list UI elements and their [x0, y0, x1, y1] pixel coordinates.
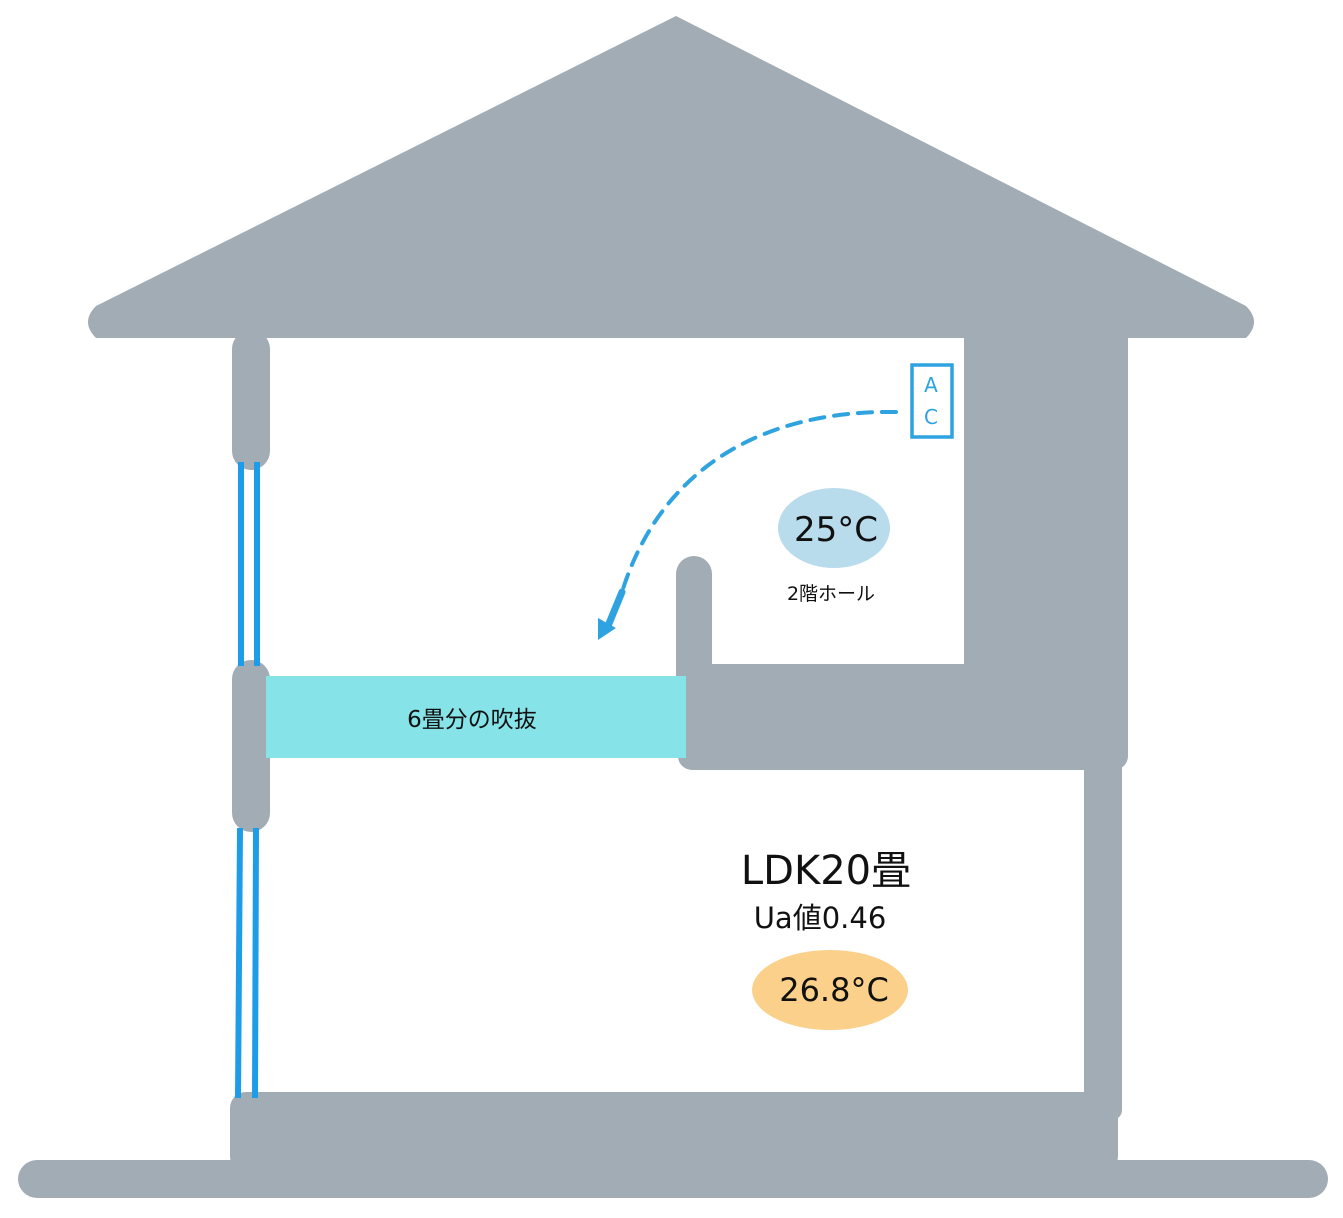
- upper-right-wall: [964, 334, 1128, 714]
- lower-room-title: LDK20畳: [741, 848, 911, 894]
- ac-unit-frame: [910, 363, 954, 439]
- left-wall-middle: [232, 660, 270, 832]
- ac-unit-label-c: C: [924, 405, 938, 429]
- lower-temperature-value: 26.8°C: [779, 971, 889, 1009]
- second-floor-slab: [678, 664, 1128, 770]
- foundation-slab: [230, 1092, 1118, 1172]
- lower-ua-value: Ua値0.46: [754, 901, 887, 935]
- left-wall-upper: [232, 330, 270, 470]
- lower-right-wall: [1084, 740, 1122, 1120]
- fukinuke-band: [266, 676, 686, 758]
- left-window-lower: [235, 827, 259, 1099]
- ac-unit: A C: [910, 363, 954, 439]
- upper-room-label: 2階ホール: [787, 583, 875, 605]
- upper-temperature-badge: [778, 488, 890, 568]
- roof: [88, 16, 1254, 338]
- upper-temperature-value: 25°C: [794, 510, 878, 550]
- airflow-arrow-icon: [598, 409, 898, 640]
- fukinuke-label: 6畳分の吹抜: [407, 707, 537, 733]
- ac-unit-label-a: A: [924, 373, 938, 397]
- lower-temperature-badge: [752, 950, 908, 1030]
- left-window-upper: [238, 462, 260, 666]
